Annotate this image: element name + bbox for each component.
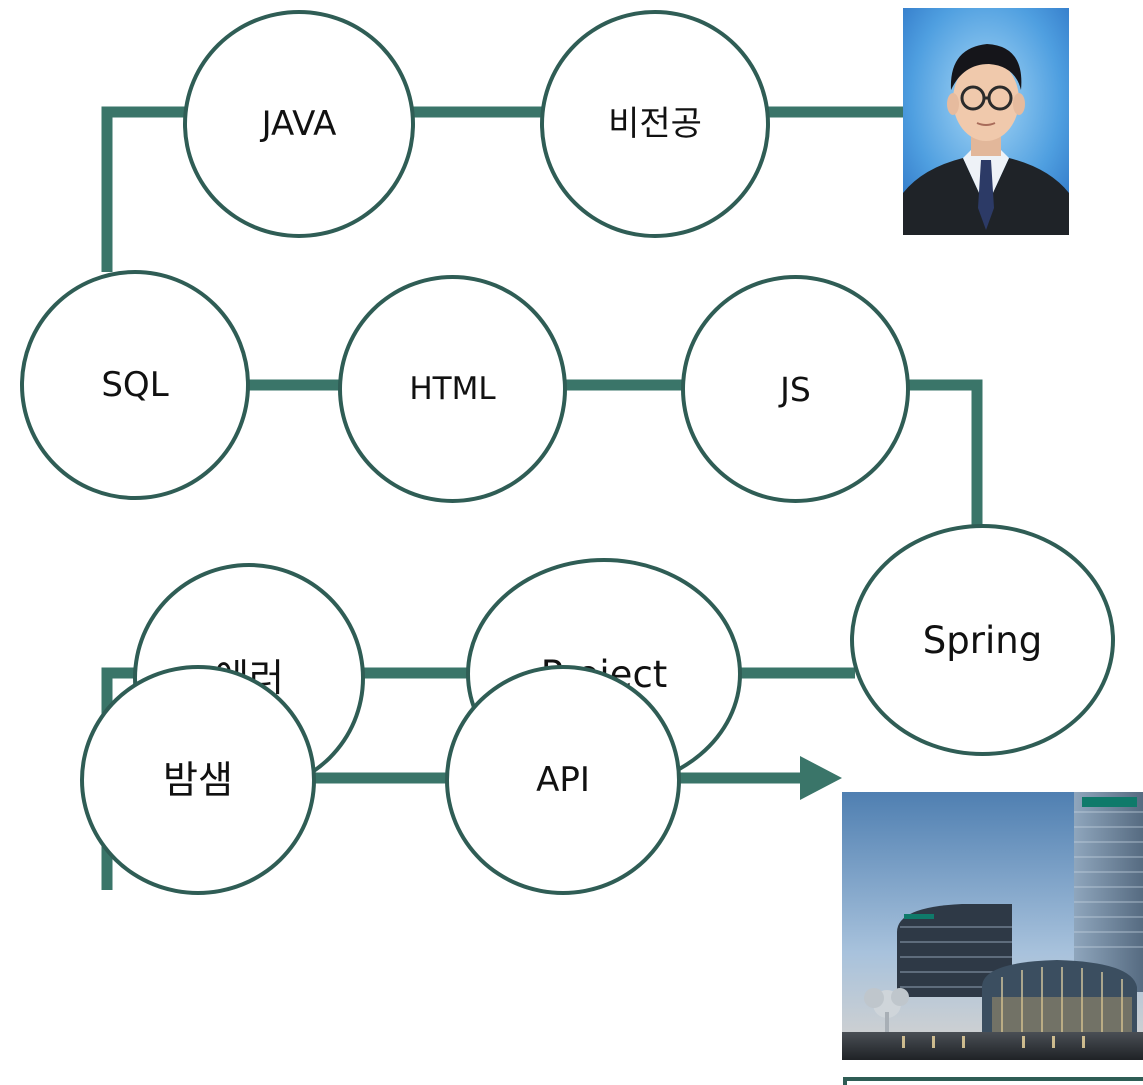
node-spring-label: Spring bbox=[922, 618, 1043, 662]
node-js: JS bbox=[681, 275, 910, 503]
node-api: API bbox=[445, 665, 681, 895]
node-non-major-label: 비전공 bbox=[608, 104, 702, 144]
connector-js-to-spring bbox=[905, 379, 983, 528]
node-html-label: HTML bbox=[409, 370, 496, 407]
bottom-caption-bar-inner bbox=[847, 1081, 1143, 1085]
node-all-nighter: 밤샘 bbox=[80, 665, 316, 895]
node-sql-label: SQL bbox=[101, 365, 169, 405]
arrow-head-icon bbox=[800, 756, 842, 800]
connector-java-to-sql bbox=[101, 106, 190, 272]
node-java: JAVA bbox=[183, 10, 415, 238]
node-api-label: API bbox=[536, 760, 590, 800]
node-html: HTML bbox=[338, 275, 567, 503]
building-photo bbox=[842, 792, 1143, 1060]
node-spring: Spring bbox=[850, 524, 1115, 756]
node-sql: SQL bbox=[20, 270, 250, 500]
node-non-major: 비전공 bbox=[540, 10, 770, 238]
node-js-label: JS bbox=[780, 369, 811, 409]
node-java-label: JAVA bbox=[261, 104, 337, 144]
node-all-nighter-label: 밤샘 bbox=[163, 758, 233, 802]
portrait-photo bbox=[903, 8, 1069, 235]
